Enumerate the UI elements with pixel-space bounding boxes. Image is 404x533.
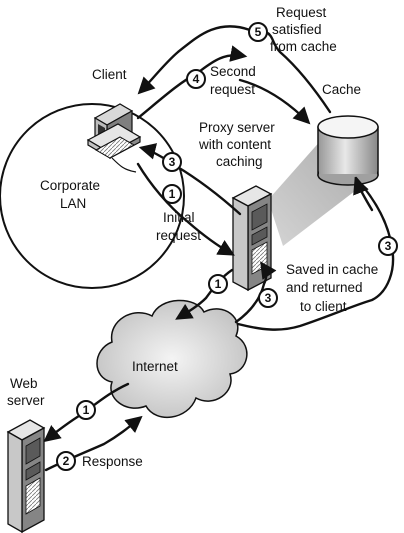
path-cache-to-step5 [264,30,332,114]
label-request-satisfied-2: satisfied [272,22,322,37]
label-saved-3: to client [300,299,347,314]
step-4-number: 4 [193,72,200,86]
step-1-badge-lan: 1 [162,184,182,204]
path-request-satisfied [137,25,252,95]
client-computer [86,103,142,173]
step-5-badge: 5 [248,22,268,42]
web-server-tower [6,419,46,533]
label-cache: Cache [322,82,361,97]
label-corporate-lan-2: LAN [60,196,86,211]
step-3-badge-cache: 3 [378,236,398,256]
label-second-request-1: Second [210,64,256,79]
label-initial-request-1: Initial [163,210,195,225]
label-internet: Internet [132,359,178,374]
internet-cloud [96,299,248,419]
step-3-badge-internet: 3 [258,288,278,308]
step-1-badge-web: 1 [76,400,96,420]
step-4-badge: 4 [186,69,206,89]
label-response: Response [82,454,143,469]
corporate-lan-circle [0,103,185,289]
step-3-number-cache: 3 [385,239,392,253]
step-5-number: 5 [255,25,262,39]
label-web-server-2: server [7,393,45,408]
path-cache-arrow [353,176,374,212]
label-saved-1: Saved in cache [286,262,378,277]
label-proxy-2: with content [198,137,271,152]
step-2-number: 2 [63,454,70,468]
label-request-satisfied-3: from cache [270,39,337,54]
label-second-request-2: request [210,82,255,97]
label-saved-2: and returned [286,280,363,295]
step-1-number-web: 1 [83,403,90,417]
step-1-number-lan: 1 [169,187,176,201]
label-proxy-3: caching [216,154,263,169]
path-second-request-to-cache [238,78,311,125]
label-initial-request-2: request [156,228,201,243]
step-3-number-internet: 3 [265,291,272,305]
path-internet-to-proxy [234,261,277,324]
label-client: Client [92,67,127,82]
step-2-badge: 2 [56,451,76,471]
label-web-server-1: Web [10,376,38,391]
path-step3-return [236,176,395,331]
step-1-badge-proxy: 1 [208,274,228,294]
step-1-number-proxy: 1 [215,277,222,291]
step-3-badge-client: 3 [162,152,182,172]
label-corporate-lan-1: Corporate [40,178,100,193]
label-request-satisfied-1: Request [276,5,327,20]
step-3-number-client: 3 [169,155,176,169]
path-initial-request [136,162,235,256]
label-proxy-1: Proxy server [199,120,275,135]
cache-cylinder [317,115,379,186]
